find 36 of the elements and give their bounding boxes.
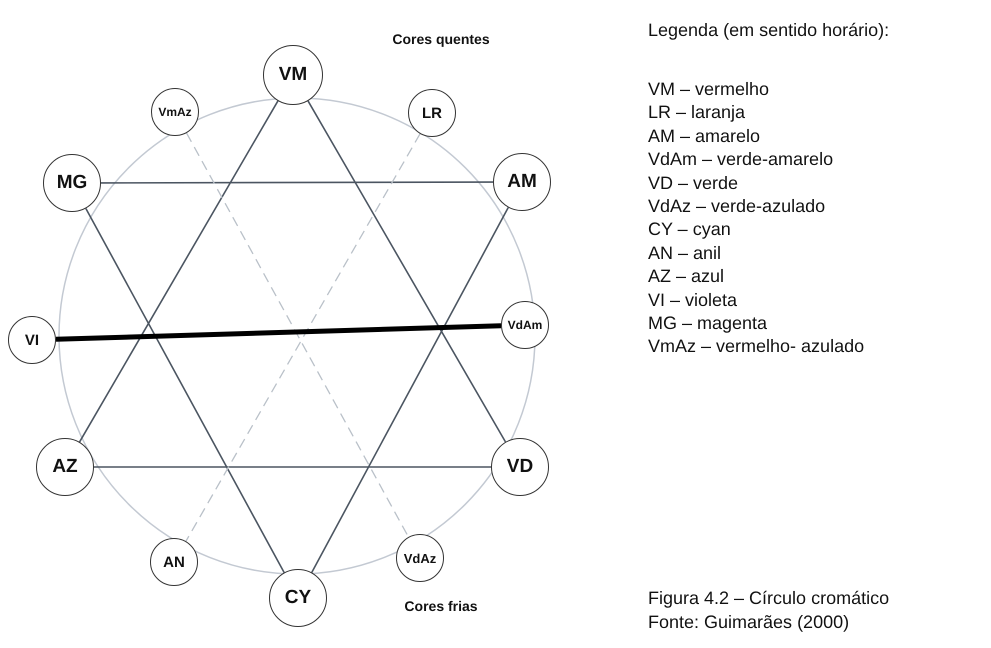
color-circle: VD <box>491 438 549 496</box>
color-circle: VM <box>263 45 323 105</box>
legend-entry: VD – verde <box>648 172 738 194</box>
legend-entry: VdAz – verde-azulado <box>648 196 826 217</box>
connector-line <box>307 100 506 442</box>
group-label: Cores quentes <box>392 31 490 47</box>
legend-entry: VM – vermelho <box>648 79 770 100</box>
source-note: Fonte: Guimarães (2000) <box>648 612 850 633</box>
legend-entry: AM – amarelo <box>648 126 760 147</box>
legend-entry: CY – cyan <box>648 219 731 240</box>
legend-entry: VI – violeta <box>648 290 738 311</box>
legend-entry: LR – laranja <box>648 102 746 124</box>
color-circle: MG <box>43 154 101 212</box>
connector-line <box>78 100 279 442</box>
color-circle: AM <box>493 153 551 211</box>
connector-line <box>311 207 509 573</box>
color-circle: AN <box>150 538 198 586</box>
connector-line <box>56 323 502 342</box>
color-circle: LR <box>408 89 456 137</box>
legend-entry: MG – magenta <box>648 313 768 334</box>
color-circle: VdAz <box>396 534 444 582</box>
color-circle: AZ <box>36 438 94 496</box>
group-label: Cores frias <box>404 598 478 614</box>
figure-caption: Figura 4.2 – Círculo cromático <box>648 588 890 609</box>
legend-entry: AN – anil <box>648 242 722 264</box>
legend-entry: VdAm – verde-amarelo <box>648 149 834 170</box>
legend-entry: AZ – azul <box>648 266 724 288</box>
legend-entry: VmAz – vermelho- azulado <box>648 336 864 358</box>
color-circle: VI <box>8 316 56 364</box>
color-circle: CY <box>269 569 327 627</box>
legend-heading: Legenda (em sentido horário): <box>648 20 890 41</box>
color-circle: VmAz <box>151 88 199 136</box>
connector-line <box>101 181 493 184</box>
connector-line <box>85 208 285 573</box>
connector-line <box>94 466 491 468</box>
color-circle: VdAm <box>501 301 549 349</box>
